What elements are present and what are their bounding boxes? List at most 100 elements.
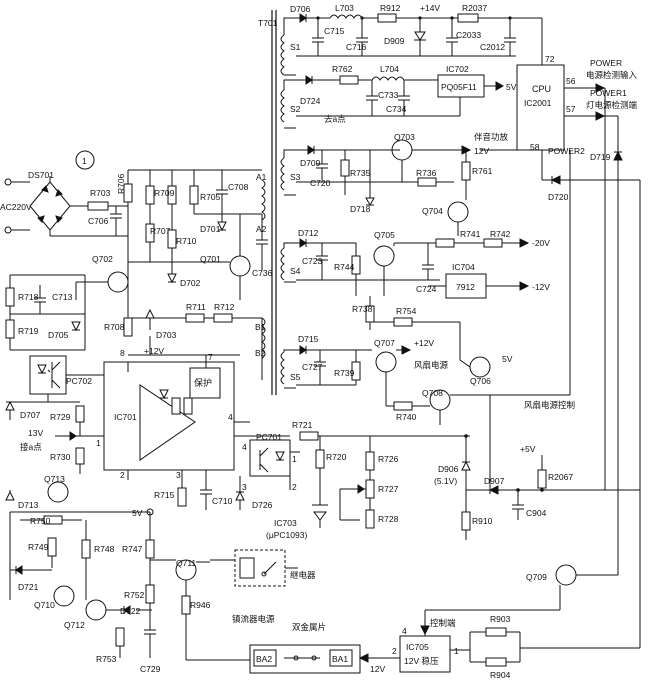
label-c706: C706	[88, 216, 109, 226]
label-q712: Q712	[64, 620, 85, 630]
label-r720: R720	[326, 452, 347, 462]
label-c2012: C2012	[480, 42, 505, 52]
label-power2: POWER2	[548, 146, 585, 156]
label-r721: R721	[292, 420, 313, 430]
label-q703: Q703	[394, 132, 415, 142]
label-pin72: 72	[545, 54, 555, 64]
label-pin1: 1	[96, 438, 101, 448]
label-minus20v: -20V	[532, 238, 550, 248]
label-r946: R946	[190, 600, 211, 610]
label-c734: C734	[386, 104, 407, 114]
label-r903: R903	[490, 614, 511, 624]
label-b2: B2	[255, 348, 266, 358]
left-protection	[5, 274, 86, 351]
label-d705: D705	[48, 330, 69, 340]
plus5v-detect	[461, 434, 640, 540]
label-pin7: 7	[208, 352, 213, 362]
label-ic705-pin1: 1	[454, 646, 459, 656]
label-c733: C733	[378, 90, 399, 100]
label-r2067: R2067	[548, 472, 573, 482]
label-d909: D909	[384, 36, 405, 46]
label-5v-a: 5V	[502, 354, 513, 364]
label-r748: R748	[94, 544, 115, 554]
label-pc701-pin4: 4	[242, 442, 247, 452]
label-t701: T701	[258, 18, 278, 28]
label-c713: C713	[52, 292, 73, 302]
label-d718: D718	[350, 204, 371, 214]
label-c724: C724	[416, 284, 437, 294]
label-s4: S4	[290, 266, 301, 276]
label-r709: R709	[154, 188, 175, 198]
label-d719: D719	[590, 152, 611, 162]
relay-block	[210, 549, 298, 587]
label-r707: R707	[150, 226, 171, 236]
labels: T701 D706 L703 R912 +14V R2037 C715 C716…	[0, 3, 638, 680]
label-r710: R710	[176, 236, 197, 246]
label-a1: A1	[256, 172, 267, 182]
label-d722: D722	[120, 606, 141, 616]
label-r761: R761	[472, 166, 493, 176]
bimetal-ic705	[249, 490, 641, 674]
label-c727: C727	[302, 362, 323, 372]
label-plus5v: 5V	[506, 82, 517, 92]
label-pin2: 2	[120, 470, 125, 480]
label-pin56: 56	[566, 76, 576, 86]
label-to-point-a2: 接a点	[20, 442, 42, 452]
label-r744: R744	[334, 262, 355, 272]
label-q704: Q704	[422, 206, 443, 216]
label-c723: C723	[302, 256, 323, 266]
ic701-block	[103, 355, 250, 471]
label-power1: POWER1	[590, 88, 627, 98]
label-ic702: IC702	[446, 64, 469, 74]
label-power-detect-input: 电源检测输入	[586, 70, 638, 80]
label-12v-b: 12V	[370, 664, 385, 674]
label-d724: D724	[300, 96, 321, 106]
label-d701: D701	[200, 224, 221, 234]
label-r735: R735	[350, 168, 371, 178]
label-ic701: IC701	[114, 412, 137, 422]
label-d707: D707	[20, 410, 41, 420]
label-pc701: PC701	[256, 432, 282, 442]
primary-side	[75, 170, 268, 380]
label-plus5v-b: +5V	[520, 444, 536, 454]
label-c904: C904	[526, 508, 547, 518]
label-ic705-pin4: 4	[402, 626, 407, 636]
label-plus12v-b: +12V	[414, 338, 434, 348]
transformer-t701	[261, 10, 285, 395]
label-c715: C715	[324, 26, 345, 36]
label-r727: R727	[378, 484, 399, 494]
label-ic705-pin2: 2	[392, 646, 397, 656]
label-r754: R754	[396, 306, 417, 316]
label-s2: S2	[290, 104, 301, 114]
label-r2037: R2037	[462, 3, 487, 13]
label-5-1v: (5.1V)	[434, 476, 457, 486]
label-c710: C710	[212, 496, 233, 506]
label-r719: R719	[18, 326, 39, 336]
label-pin4: 4	[228, 412, 233, 422]
lower-left-network	[5, 481, 250, 661]
label-q710: Q710	[34, 600, 55, 610]
label-12v-a: 12V	[474, 146, 489, 156]
label-d720: D720	[548, 192, 569, 202]
label-r736: R736	[416, 168, 437, 178]
s5-supply	[283, 150, 571, 490]
label-a2: A2	[256, 224, 267, 234]
label-pc701-pin3: 3	[242, 482, 247, 492]
label-r705: R705	[200, 192, 221, 202]
label-b1: B1	[255, 322, 266, 332]
label-audio-amp: 伴音功放	[474, 132, 509, 142]
label-r711: R711	[186, 302, 206, 312]
label-d712: D712	[298, 228, 319, 238]
label-12v-regulator: 12V 稳压	[404, 656, 439, 666]
label-r738: R738	[352, 304, 373, 314]
label-ac220v: AC220V	[0, 202, 32, 212]
label-r712: R712	[214, 302, 235, 312]
label-power: POWER	[590, 58, 622, 68]
label-5v-b: 5V	[132, 508, 143, 518]
label-pin58: 58	[530, 142, 540, 152]
label-r706: R706	[116, 173, 126, 194]
label-r715: R715	[154, 490, 175, 500]
label-r703: R703	[90, 188, 111, 198]
